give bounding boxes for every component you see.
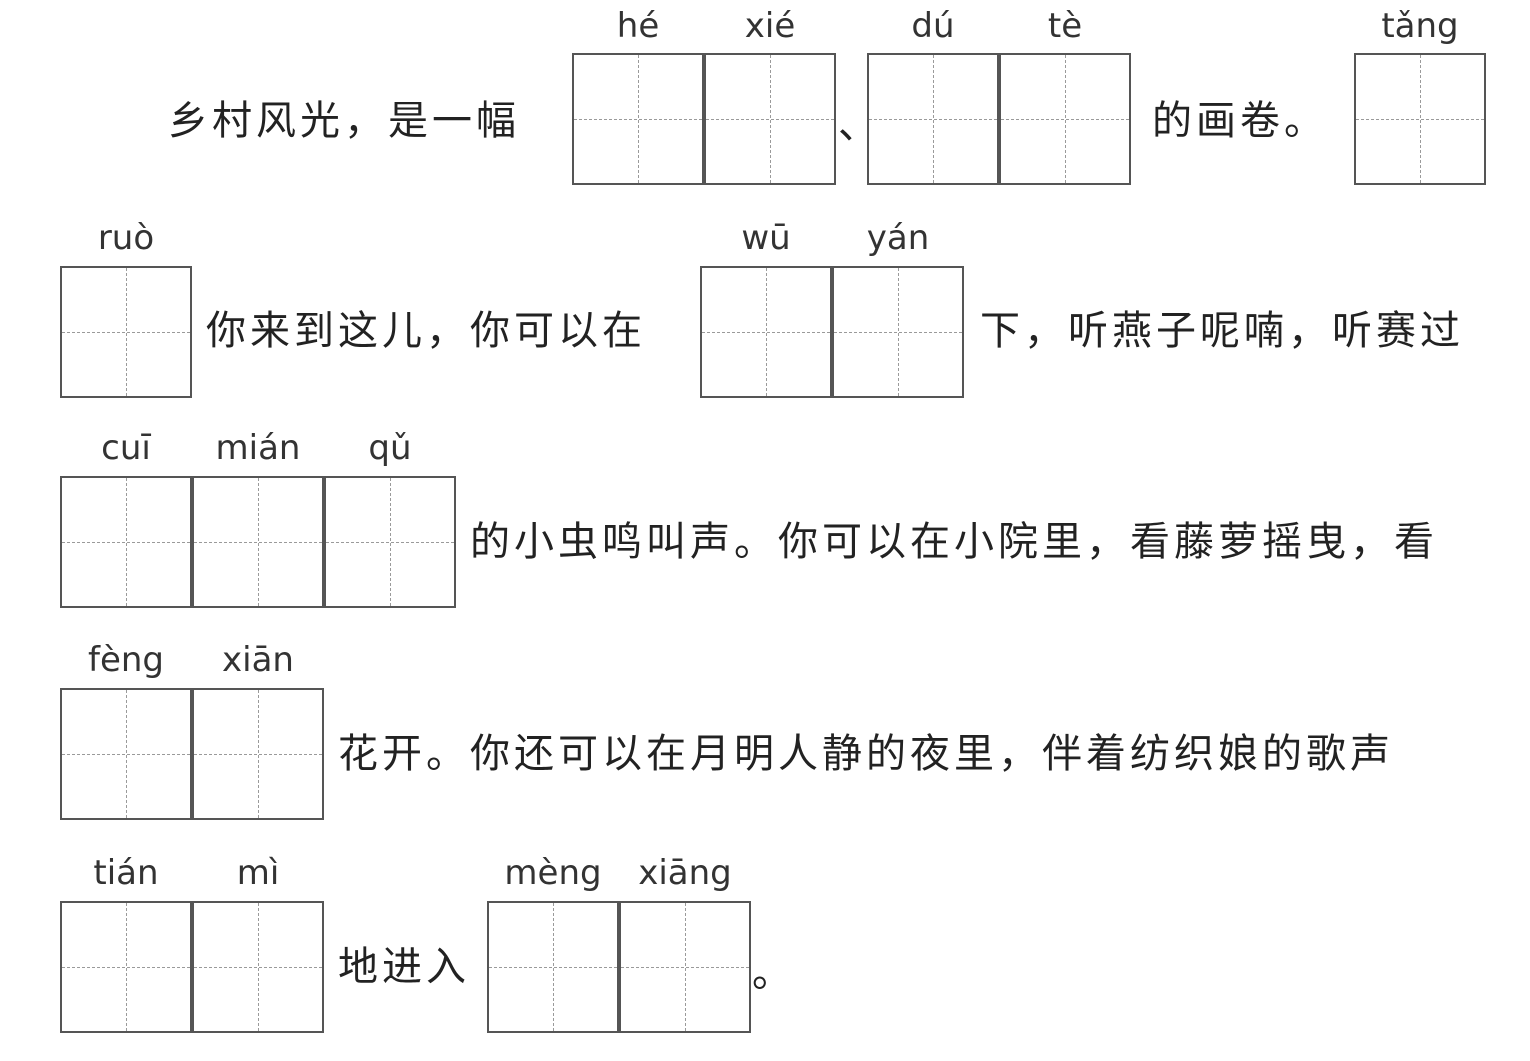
answer-box-du[interactable]: [867, 53, 999, 185]
answer-box-ruo[interactable]: [60, 266, 192, 398]
pinyin-feng: fèng: [87, 640, 165, 680]
pinyin-tang: tǎng: [1381, 6, 1459, 46]
pinyin-qu: qǔ: [368, 428, 412, 468]
pinyin-mian: mián: [215, 428, 301, 468]
pinyin-ruo: ruò: [97, 218, 155, 258]
pinyin-yan: yán: [866, 218, 930, 258]
line1-text-after: 的画卷。: [1152, 98, 1328, 144]
line3-text-after: 的小虫鸣叫声。你可以在小院里，看藤萝摇曳，看: [470, 519, 1438, 565]
answer-box-he[interactable]: [572, 53, 704, 185]
answer-box-wu[interactable]: [700, 266, 832, 398]
pinyin-cui: cuī: [101, 428, 151, 468]
line2-text-after: 下，听燕子呢喃，听赛过: [980, 308, 1464, 354]
line1-text-before: 乡村风光，是一幅: [168, 98, 520, 144]
pinyin-meng: mèng: [504, 853, 602, 893]
answer-box-meng[interactable]: [487, 901, 619, 1033]
answer-box-cui[interactable]: [60, 476, 192, 608]
answer-box-te[interactable]: [999, 53, 1131, 185]
pinyin-wu: wū: [741, 218, 791, 258]
line5-text-after: 。: [752, 950, 796, 996]
answer-box-xian[interactable]: [192, 688, 324, 820]
pinyin-xian: xiān: [222, 640, 294, 680]
pinyin-mi: mì: [236, 853, 280, 893]
pinyin-du: dú: [911, 6, 955, 46]
answer-box-qu[interactable]: [324, 476, 456, 608]
answer-box-xiang[interactable]: [619, 901, 751, 1033]
answer-box-yan[interactable]: [832, 266, 964, 398]
pinyin-he: hé: [616, 6, 660, 46]
answer-box-mian[interactable]: [192, 476, 324, 608]
pinyin-xiang: xiāng: [638, 853, 732, 893]
pinyin-xie: xié: [744, 6, 796, 46]
pinyin-te: tè: [1047, 6, 1083, 46]
line4-text-after: 花开。你还可以在月明人静的夜里，伴着纺织娘的歌声: [338, 731, 1394, 777]
line2-text-mid: 你来到这儿，你可以在: [206, 308, 646, 354]
answer-box-feng[interactable]: [60, 688, 192, 820]
answer-box-tang[interactable]: [1354, 53, 1486, 185]
pinyin-tian: tián: [93, 853, 159, 893]
answer-box-xie[interactable]: [704, 53, 836, 185]
answer-box-mi[interactable]: [192, 901, 324, 1033]
line5-text-mid: 地进入: [338, 944, 470, 990]
answer-box-tian[interactable]: [60, 901, 192, 1033]
